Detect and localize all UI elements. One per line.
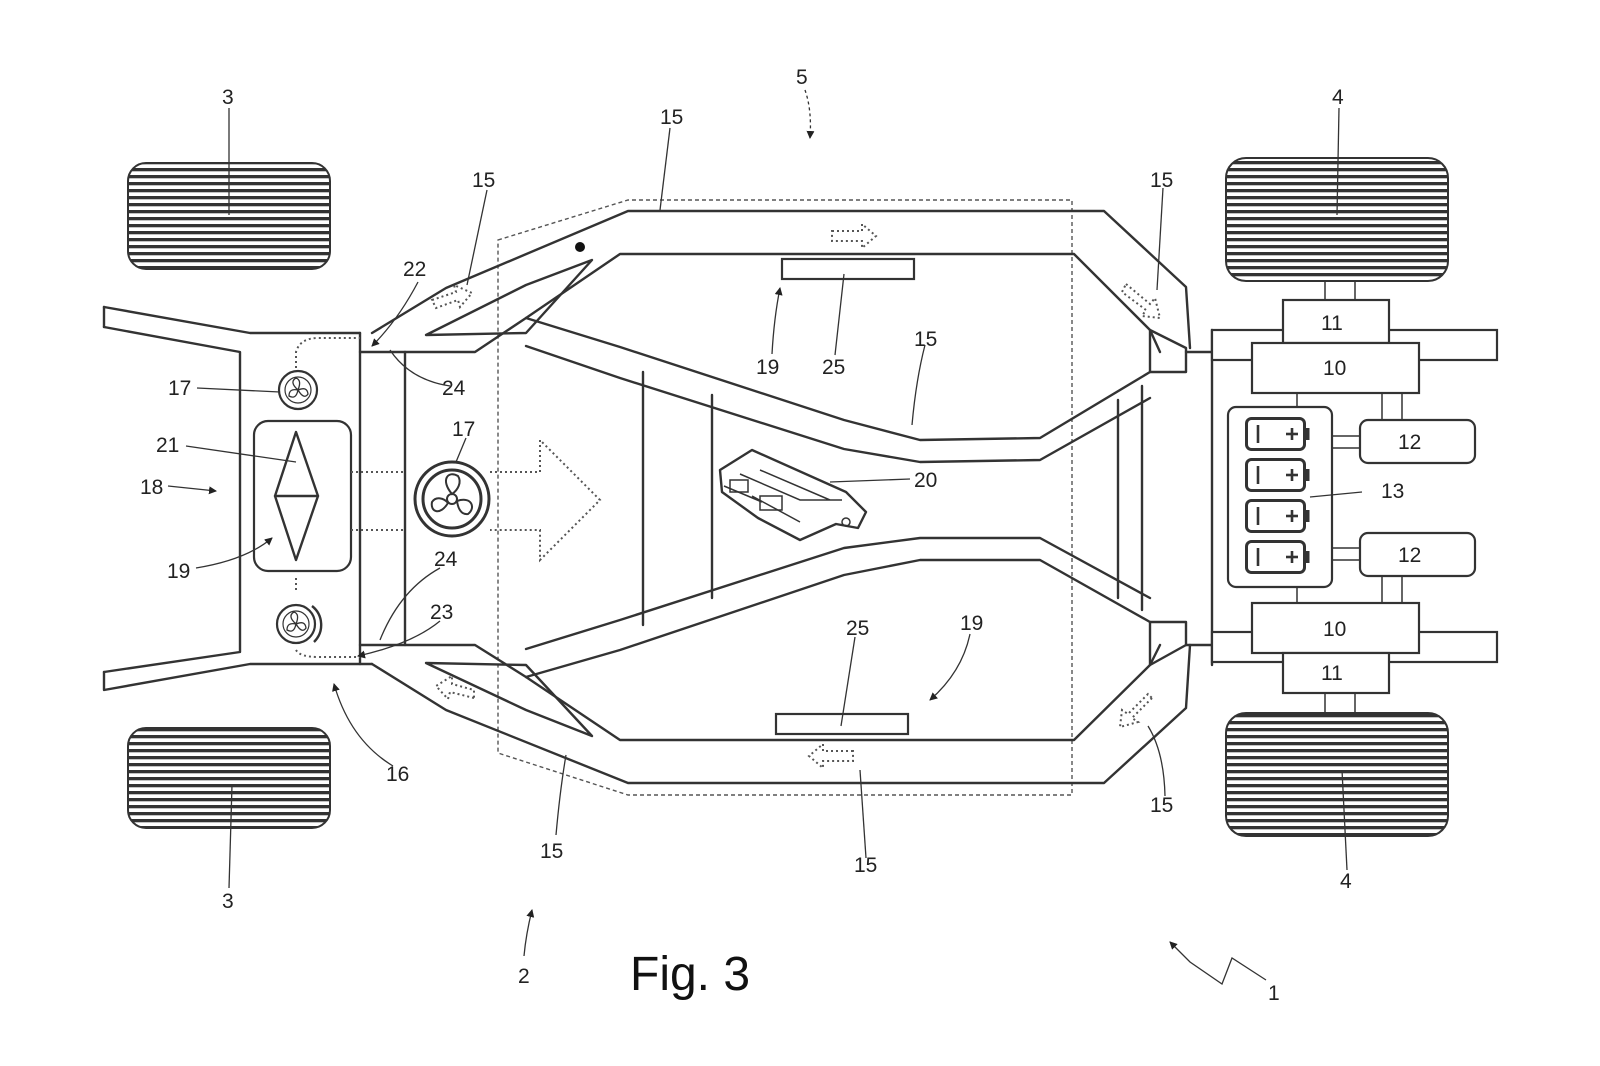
- ref-19: 19: [167, 560, 190, 583]
- motor-bottom: [1250, 601, 1421, 655]
- ref-15: 15: [472, 169, 495, 192]
- figure-caption: Fig. 3: [630, 948, 750, 1001]
- ref-12: 12: [1398, 544, 1421, 567]
- ref-1: 1: [1268, 982, 1280, 1005]
- rail-point: [575, 242, 585, 252]
- air-duct-lower: [295, 578, 360, 658]
- ref-17: 17: [452, 418, 475, 441]
- ref-24: 24: [434, 548, 458, 571]
- battery-pack: [1226, 405, 1334, 589]
- airflow-main-arrow: [490, 437, 602, 563]
- ref-18: 18: [140, 476, 163, 499]
- ref-16: 16: [386, 763, 409, 786]
- ref-15: 15: [914, 328, 937, 351]
- leader-lines: [167, 89, 1363, 986]
- ref-25: 25: [846, 617, 869, 640]
- ref-11: 11: [1321, 312, 1343, 335]
- motor-top: [1250, 341, 1421, 395]
- rear-left-wheel: [1225, 157, 1449, 282]
- gearbox-bottom: [1281, 651, 1391, 695]
- battery-cell-icon: [1245, 458, 1311, 492]
- ref-4: 4: [1332, 86, 1344, 109]
- ref-19: 19: [756, 356, 779, 379]
- main-fan-icon: [413, 460, 491, 538]
- inverter-top: [1358, 418, 1477, 465]
- ref-23: 23: [430, 601, 453, 624]
- front-right-wheel: [127, 727, 331, 829]
- fan-icon: [277, 369, 319, 411]
- gearbox-top: [1281, 298, 1391, 345]
- ref-15: 15: [1150, 169, 1173, 192]
- control-unit: [718, 448, 868, 542]
- ref-20: 20: [914, 469, 937, 492]
- fan-icon: [275, 603, 323, 645]
- ref-11: 11: [1321, 662, 1343, 685]
- ref-12: 12: [1398, 431, 1421, 454]
- ref-3: 3: [222, 86, 234, 109]
- sensor-strip-bottom: [774, 712, 910, 736]
- heat-exchanger: [252, 419, 353, 573]
- rear-right-wheel: [1225, 712, 1449, 837]
- main-frame-rails: [358, 209, 1214, 785]
- ref-17: 17: [168, 377, 191, 400]
- battery-cell-icon: [1245, 417, 1311, 451]
- ref-25: 25: [822, 356, 845, 379]
- flow-arrow-icon: [430, 221, 1162, 771]
- battery-cell-icon: [1245, 540, 1311, 574]
- ref-15: 15: [660, 106, 683, 129]
- ref-2: 2: [518, 965, 530, 988]
- inverter-bottom: [1358, 531, 1477, 578]
- ref-15: 15: [1150, 794, 1173, 817]
- sensor-strip-top: [780, 257, 916, 281]
- ref-15: 15: [540, 840, 563, 863]
- ref-13: 13: [1381, 480, 1404, 503]
- housing-outline: [497, 199, 1073, 796]
- air-duct-mid: [351, 471, 405, 531]
- reference-numerals: 3 3 4 4 5 15 15 15 15 15 15 15 11 11 10 …: [140, 66, 1421, 1005]
- ref-19: 19: [960, 612, 983, 635]
- ref-21: 21: [156, 434, 179, 457]
- air-duct-upper: [295, 337, 360, 368]
- ref-15: 15: [854, 854, 877, 877]
- ref-5: 5: [796, 66, 808, 89]
- battery-cell-icon: [1245, 499, 1311, 533]
- ref-3: 3: [222, 890, 234, 913]
- ref-10: 10: [1323, 357, 1346, 380]
- ref-4: 4: [1340, 870, 1352, 893]
- ref-24: 24: [442, 377, 466, 400]
- ref-10: 10: [1323, 618, 1346, 641]
- ref-22: 22: [403, 258, 426, 281]
